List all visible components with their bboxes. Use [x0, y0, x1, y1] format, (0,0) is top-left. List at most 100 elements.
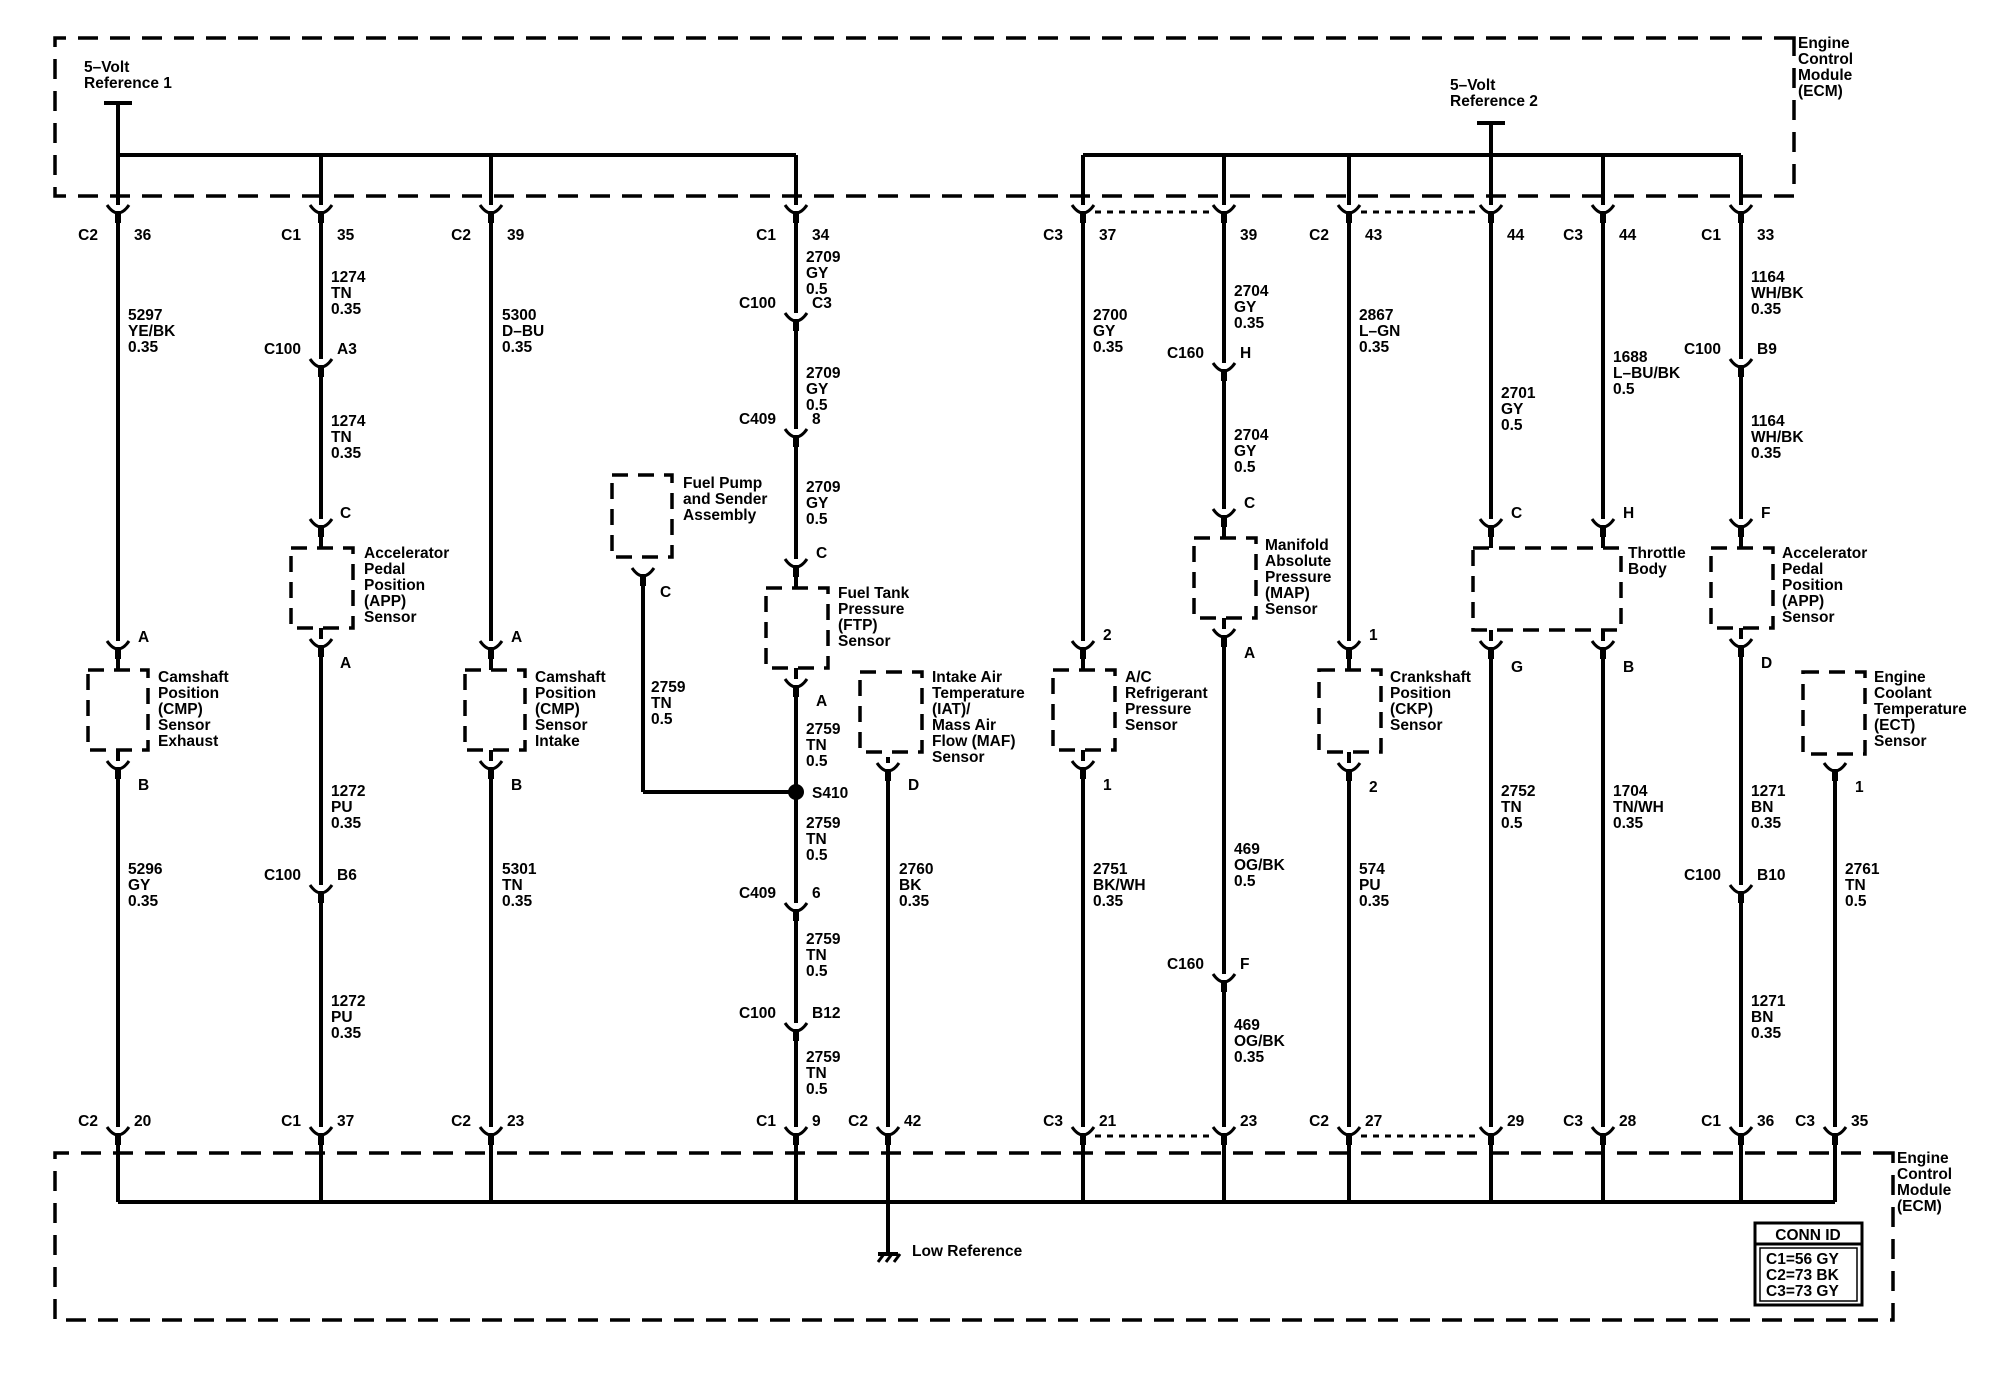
svg-text:2761: 2761	[1845, 861, 1880, 878]
svg-text:0.5: 0.5	[806, 963, 828, 980]
svg-text:GY: GY	[806, 381, 829, 398]
component-terminal	[1211, 628, 1237, 647]
svg-text:5300: 5300	[502, 307, 536, 324]
component-label-cmp-intake: Camshaft Position (CMP) Sensor Intake	[535, 669, 606, 750]
svg-text:(APP): (APP)	[364, 593, 406, 610]
svg-text:1: 1	[1103, 777, 1112, 794]
component-terminal	[1728, 518, 1754, 537]
svg-text:1704: 1704	[1613, 783, 1648, 800]
component-terminal	[308, 518, 334, 537]
svg-text:Reference 2: Reference 2	[1450, 93, 1538, 110]
svg-text:1164: 1164	[1751, 413, 1785, 430]
svg-text:Flow (MAF): Flow (MAF)	[932, 733, 1016, 750]
component-terminal	[1070, 760, 1096, 779]
ect-sensor	[1801, 670, 1867, 756]
component-terminal	[875, 762, 901, 781]
svg-text:Mass Air: Mass Air	[932, 717, 996, 734]
connector-id: C1	[1701, 227, 1721, 244]
svg-text:2709: 2709	[806, 249, 841, 266]
connector-pin: 8	[812, 411, 821, 428]
svg-text:Module: Module	[1798, 67, 1853, 84]
component-label-throttle-body: Throttle Body	[1628, 545, 1686, 578]
svg-text:Sensor: Sensor	[1390, 717, 1443, 734]
svg-text:(ECM): (ECM)	[1798, 83, 1843, 100]
connector-pin: 23	[1240, 1113, 1258, 1130]
svg-text:1274: 1274	[331, 269, 366, 286]
svg-text:0.35: 0.35	[1751, 815, 1782, 832]
svg-text:Pedal: Pedal	[364, 561, 405, 578]
connector-id: C1	[281, 227, 301, 244]
connector-id: C409	[739, 411, 776, 428]
svg-text:2760: 2760	[899, 861, 933, 878]
connector-id: C3	[1563, 227, 1583, 244]
svg-text:C1=56 GY: C1=56 GY	[1766, 1251, 1839, 1268]
component-terminal	[1728, 638, 1754, 657]
ecm-connector-bottom	[1590, 1126, 1616, 1145]
connector-id: C1	[756, 1113, 776, 1130]
svg-text:0.35: 0.35	[331, 1025, 362, 1042]
svg-text:Sensor: Sensor	[1874, 733, 1927, 750]
svg-text:0.35: 0.35	[1751, 1025, 1782, 1042]
svg-text:0.35: 0.35	[1234, 1049, 1265, 1066]
component-label-cmp-exhaust: Camshaft Position (CMP) Sensor Exhaust	[158, 669, 229, 750]
svg-text:Sensor: Sensor	[1782, 609, 1835, 626]
svg-text:Intake Air: Intake Air	[932, 669, 1002, 686]
svg-text:GY: GY	[128, 877, 151, 894]
connector-id: C2	[1309, 1113, 1329, 1130]
svg-text:Sensor: Sensor	[158, 717, 211, 734]
svg-text:2: 2	[1103, 627, 1112, 644]
svg-text:0.5: 0.5	[1234, 459, 1256, 476]
svg-text:Temperature: Temperature	[932, 685, 1025, 702]
component-label-ect: Engine Coolant Temperature (ECT) Sensor	[1874, 669, 1967, 750]
component-label-ftp: Fuel Tank Pressure (FTP) Sensor	[838, 585, 910, 650]
component-terminal	[783, 678, 809, 697]
connector-id: C100	[264, 341, 301, 358]
connector-pin: 20	[134, 1113, 151, 1130]
svg-text:0.35: 0.35	[331, 301, 362, 318]
ac-refrigerant-pressure-sensor	[1051, 668, 1117, 752]
reference-2-bus: 5–Volt Reference 2	[1083, 77, 1741, 157]
connector-pin: 37	[337, 1113, 354, 1130]
svg-text:1: 1	[1369, 627, 1378, 644]
svg-text:0.5: 0.5	[806, 511, 828, 528]
svg-text:2709: 2709	[806, 365, 841, 382]
inline-connector	[783, 312, 809, 331]
connector-pin: A3	[337, 341, 357, 358]
svg-text:2704: 2704	[1234, 427, 1269, 444]
svg-text:C: C	[1511, 505, 1522, 522]
svg-text:0.5: 0.5	[806, 847, 828, 864]
svg-text:(FTP): (FTP)	[838, 617, 878, 634]
connector-id: C3	[1563, 1113, 1583, 1130]
svg-text:C: C	[660, 584, 671, 601]
svg-text:GY: GY	[1501, 401, 1524, 418]
component-terminal	[1336, 640, 1362, 659]
connector-pin: C3	[812, 295, 832, 312]
svg-text:H: H	[1623, 505, 1634, 522]
inline-connector	[783, 1022, 809, 1041]
svg-text:Sensor: Sensor	[364, 609, 417, 626]
fuel-pump-sender-assembly	[610, 473, 674, 559]
ecm-top-boundary	[53, 36, 1796, 198]
connector-id: C3	[1795, 1113, 1815, 1130]
svg-text:TN: TN	[806, 1065, 827, 1082]
component-terminal	[1478, 518, 1504, 537]
svg-text:Manifold: Manifold	[1265, 537, 1329, 554]
svg-text:0.5: 0.5	[1501, 815, 1523, 832]
component-terminal	[308, 638, 334, 657]
svg-text:0.35: 0.35	[128, 339, 159, 356]
svg-text:0.5: 0.5	[806, 753, 828, 770]
svg-text:BK/WH: BK/WH	[1093, 877, 1146, 894]
component-terminal	[1590, 518, 1616, 537]
svg-text:Coolant: Coolant	[1874, 685, 1932, 702]
svg-text:B: B	[138, 777, 149, 794]
ecm-connector-top	[1211, 204, 1237, 223]
svg-text:469: 469	[1234, 841, 1260, 858]
svg-text:L–BU/BK: L–BU/BK	[1613, 365, 1681, 382]
component-pin-labels: A B C A A B C C A D 2 1 C A 1 2 C H G B …	[138, 495, 1864, 796]
svg-text:Reference 1: Reference 1	[84, 75, 172, 92]
splice-s410	[788, 784, 804, 800]
component-label-app-right: Accelerator Pedal Position (APP) Sensor	[1782, 545, 1867, 626]
svg-text:469: 469	[1234, 1017, 1260, 1034]
connector-pin: 42	[904, 1113, 921, 1130]
